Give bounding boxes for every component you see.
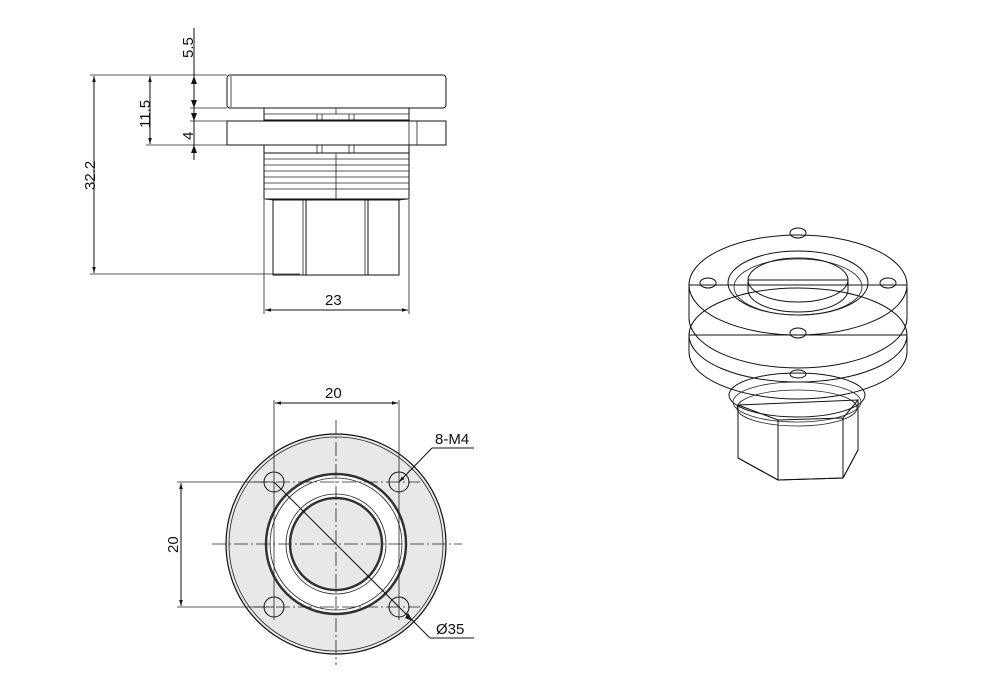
iso-lower-flange bbox=[688, 287, 908, 383]
top-flange bbox=[226, 74, 447, 109]
threaded-section bbox=[263, 152, 410, 200]
lower-flange bbox=[226, 120, 447, 146]
side-view: 32.2 11.5 5.5 4 23 bbox=[82, 28, 447, 314]
dim-top-flange: 5.5 bbox=[180, 37, 197, 58]
hex-section bbox=[263, 198, 410, 276]
dim-flange-stack: 11.5 bbox=[137, 100, 154, 128]
iso-top-flange bbox=[688, 234, 908, 336]
diameter-callout: Ø35 bbox=[436, 621, 464, 638]
hole-callout: 8-M4 bbox=[435, 431, 469, 448]
iso-view bbox=[688, 227, 908, 481]
dim-hole-spacing-h: 20 bbox=[325, 385, 342, 402]
dim-body-width: 23 bbox=[325, 292, 342, 309]
iso-center-boss bbox=[747, 257, 849, 303]
dim-overall-height: 32.2 bbox=[82, 161, 99, 190]
top-view: 20 20 8-M4 Ø35 bbox=[165, 385, 474, 665]
dim-hole-spacing-v: 20 bbox=[165, 536, 182, 553]
dim-lower-flange: 4 bbox=[180, 132, 197, 140]
